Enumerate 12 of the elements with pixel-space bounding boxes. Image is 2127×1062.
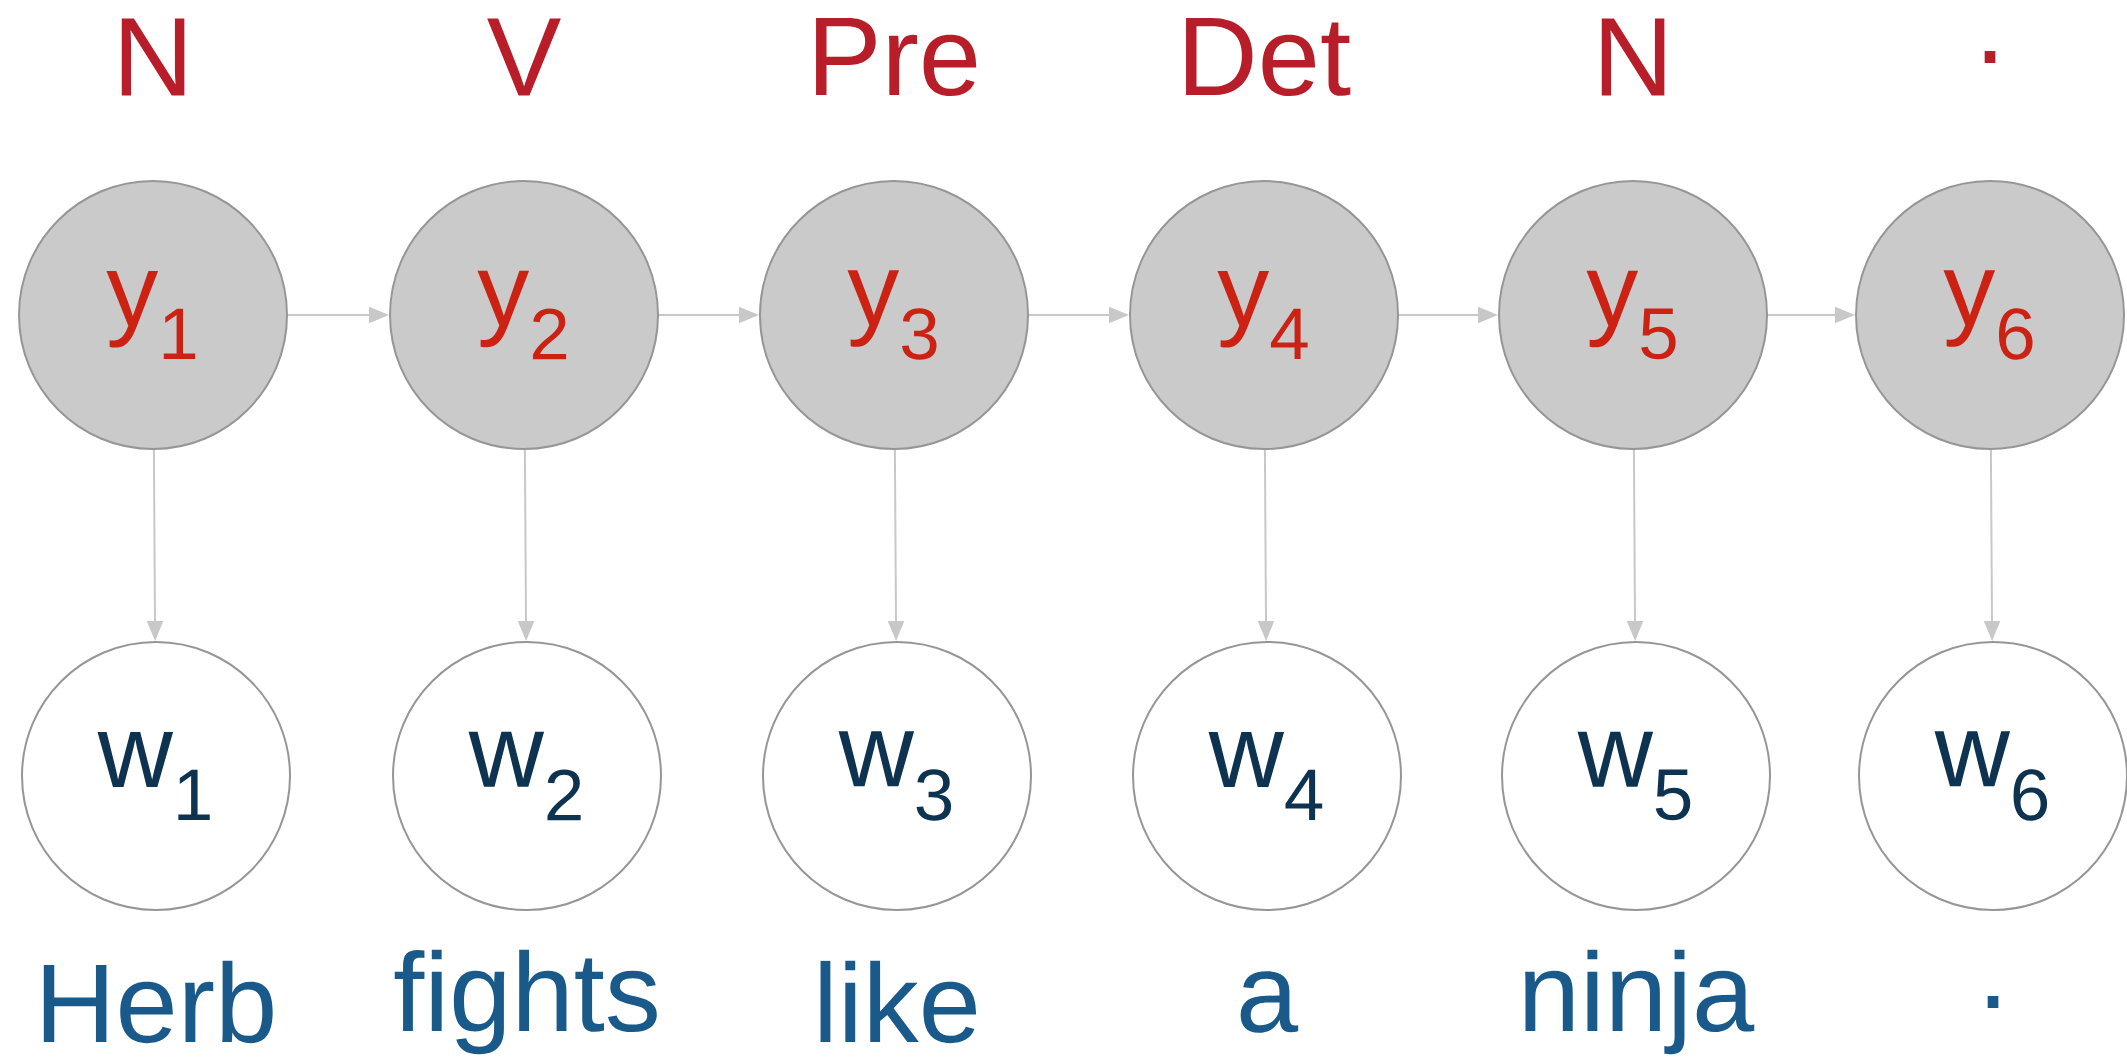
word-label: like	[820, 960, 976, 1044]
word-label: a	[1240, 971, 1299, 1033]
word-label: .	[1987, 996, 1999, 1008]
word-label: Herb	[43, 960, 273, 1044]
tag-label: .	[1984, 51, 1996, 63]
tag-label: N	[121, 18, 185, 96]
tag-label: N	[1601, 18, 1665, 96]
tag-label: V	[487, 18, 561, 96]
tag-label: Pre	[816, 17, 977, 97]
tag-label: Det	[1186, 17, 1351, 97]
word-label: fights	[394, 949, 657, 1055]
word-label: ninja	[1525, 949, 1755, 1055]
